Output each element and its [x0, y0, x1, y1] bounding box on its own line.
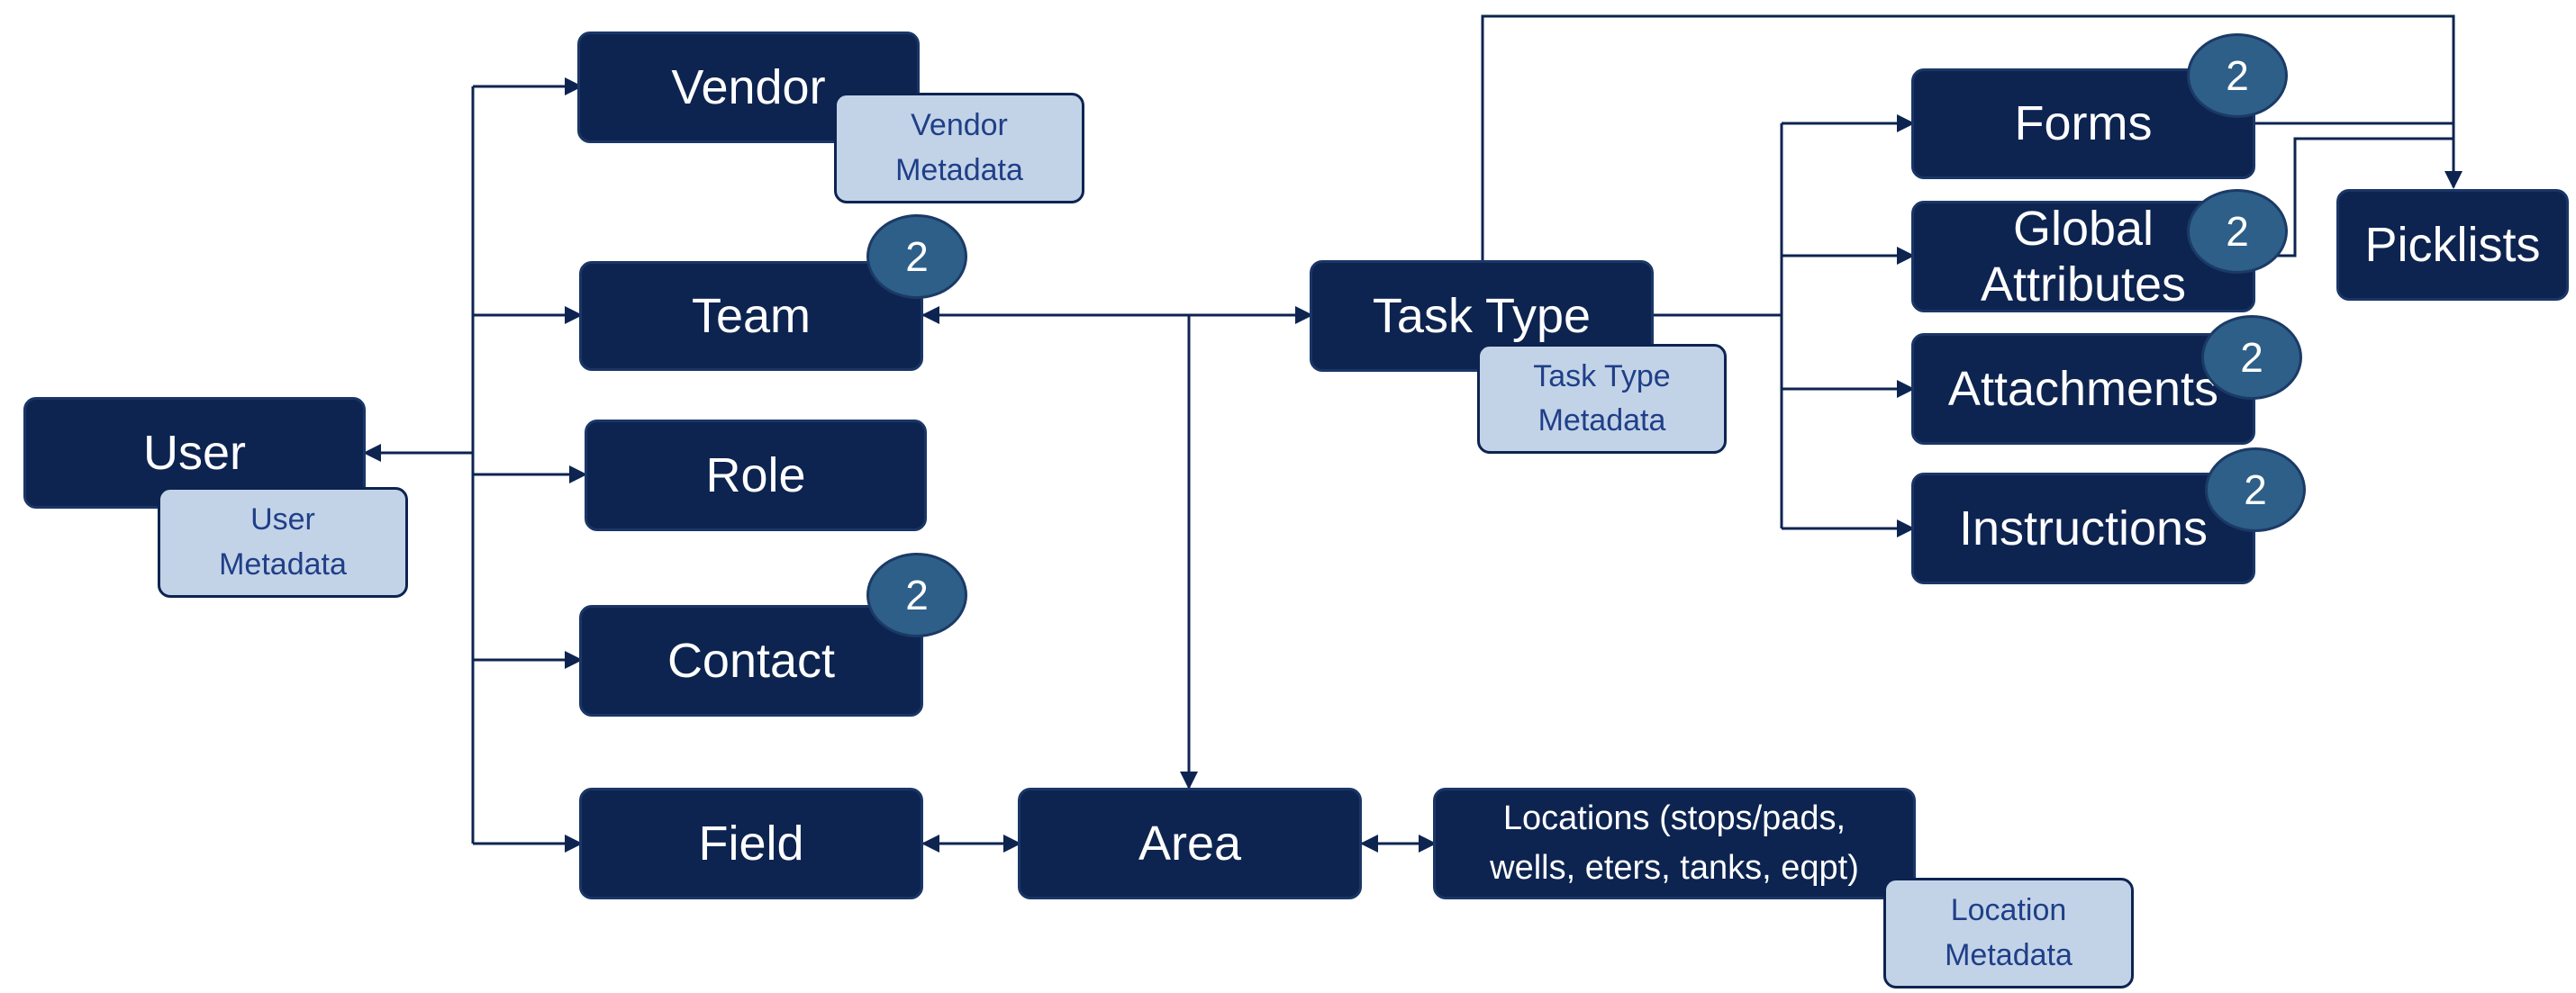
node-picklists-label: Picklists	[2364, 217, 2541, 272]
user-metadata-box[interactable]: User Metadata	[158, 487, 408, 598]
node-role-label: Role	[705, 447, 806, 502]
node-contact-label: Contact	[667, 633, 836, 688]
node-field-label: Field	[698, 816, 804, 871]
contact-count-badge: 2	[866, 553, 967, 637]
vendor-metadata-box[interactable]: Vendor Metadata	[834, 93, 1084, 203]
node-contact[interactable]: Contact	[579, 605, 923, 717]
attachments-count-badge: 2	[2201, 315, 2302, 400]
forms-count-badge: 2	[2187, 33, 2288, 118]
node-instructions[interactable]: Instructions	[1911, 473, 2255, 584]
instructions-count-badge: 2	[2205, 447, 2306, 532]
node-locations-label: Locations (stops/pads, wells, eters, tan…	[1490, 799, 1859, 887]
node-task-type-label: Task Type	[1372, 288, 1592, 343]
node-area[interactable]: Area	[1018, 788, 1362, 899]
node-user-label: User	[142, 425, 246, 480]
team-count-badge: 2	[866, 214, 967, 299]
node-attachments[interactable]: Attachments	[1911, 333, 2255, 445]
node-forms-label: Forms	[2014, 96, 2153, 151]
node-role[interactable]: Role	[585, 420, 927, 531]
global-attributes-count-badge: 2	[2187, 189, 2288, 274]
node-area-label: Area	[1138, 816, 1242, 871]
node-team-label: Team	[691, 288, 812, 343]
edge-tasktype-picklists	[1481, 14, 2463, 261]
node-picklists[interactable]: Picklists	[2336, 189, 2569, 301]
node-field[interactable]: Field	[579, 788, 923, 899]
location-metadata-box[interactable]: Location Metadata	[1883, 878, 2134, 988]
node-vendor-label: Vendor	[671, 59, 826, 114]
node-forms[interactable]: Forms	[1911, 68, 2255, 179]
node-team[interactable]: Team	[579, 261, 923, 371]
node-instructions-label: Instructions	[1958, 501, 2209, 555]
node-attachments-label: Attachments	[1947, 361, 2219, 416]
node-global-attributes-label: Global Attributes	[1980, 201, 2187, 311]
node-locations[interactable]: Locations (stops/pads, wells, eters, tan…	[1433, 788, 1916, 899]
task-type-metadata-box[interactable]: Task Type Metadata	[1477, 344, 1727, 454]
